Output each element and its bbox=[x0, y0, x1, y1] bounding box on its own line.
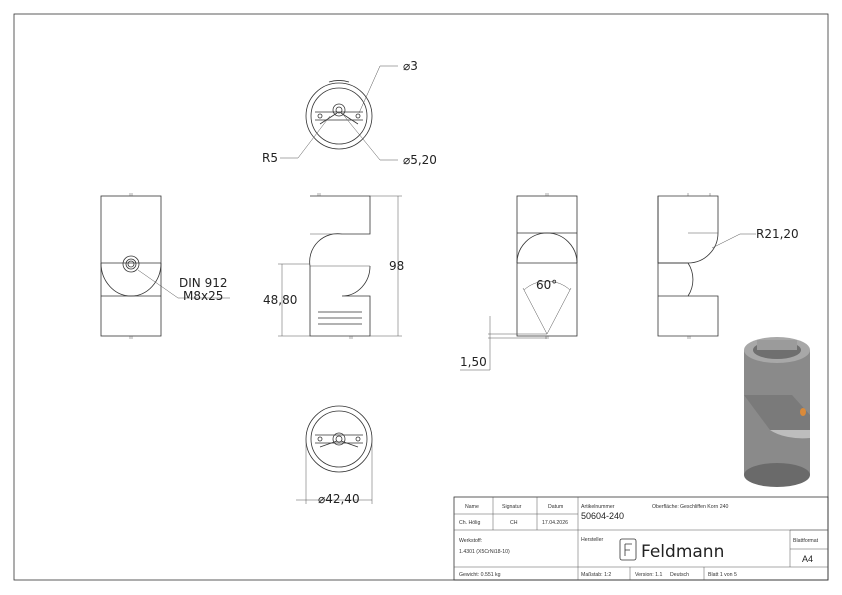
date-header: Datum bbox=[548, 504, 563, 510]
material-value: 1.4301 (X5CrNi18-10) bbox=[459, 549, 510, 555]
title-block bbox=[453, 496, 829, 581]
offset-label: 1,50 bbox=[460, 355, 487, 369]
hole-diameter-label: ⌀3 bbox=[403, 59, 418, 73]
material-label: Werkstoff: bbox=[459, 538, 482, 544]
name-header: Name bbox=[465, 504, 479, 510]
language-text: Deutsch bbox=[670, 572, 689, 578]
height-total-label: 98 bbox=[389, 259, 404, 273]
signature-header: Signatur bbox=[502, 504, 522, 510]
brand-logo: Feldmann bbox=[641, 542, 724, 562]
date-value: 17.04.2026 bbox=[542, 520, 568, 526]
weight-text: Gewicht: 0.551 kg bbox=[459, 572, 501, 578]
name-value: Ch. Hölig bbox=[459, 520, 480, 526]
signature-value: CH bbox=[510, 520, 518, 526]
front-view bbox=[278, 193, 402, 339]
height-partial-label: 48,80 bbox=[263, 293, 297, 307]
bore-diameter-label: ⌀5,20 bbox=[403, 153, 437, 167]
sheet-number-text: Blatt 1 von 5 bbox=[708, 572, 737, 578]
sheet-format-value: A4 bbox=[802, 554, 813, 564]
scale-text: Maßstab: 1:2 bbox=[581, 572, 611, 578]
bottom-view bbox=[296, 405, 373, 504]
surface-value: Geschliffen Korn 240 bbox=[680, 504, 728, 510]
top-view bbox=[280, 65, 398, 161]
sheet-format-label: Blattformat bbox=[793, 538, 819, 544]
article-number-value: 50604-240 bbox=[581, 511, 624, 521]
section-view bbox=[460, 193, 578, 371]
article-number-label: Artikelnummer bbox=[581, 504, 615, 510]
thread-spec-line1: DIN 912 bbox=[179, 276, 227, 290]
surface-label: Oberfläche: bbox=[652, 504, 679, 510]
side-view-left bbox=[100, 193, 230, 339]
thread-spec-line2: M8x25 bbox=[183, 289, 223, 303]
isometric-3d-view bbox=[744, 337, 810, 487]
angle-label: 60° bbox=[536, 278, 557, 292]
version-text: Version: 1.1 bbox=[635, 572, 663, 578]
side-view-right bbox=[657, 193, 756, 339]
radius-small-label: R5 bbox=[262, 151, 278, 165]
manufacturer-label: Hersteller bbox=[581, 537, 603, 543]
radius-large-label: R21,20 bbox=[756, 227, 799, 241]
outer-diameter-label: ⌀42,40 bbox=[318, 492, 360, 506]
drawing-frame bbox=[13, 13, 829, 581]
